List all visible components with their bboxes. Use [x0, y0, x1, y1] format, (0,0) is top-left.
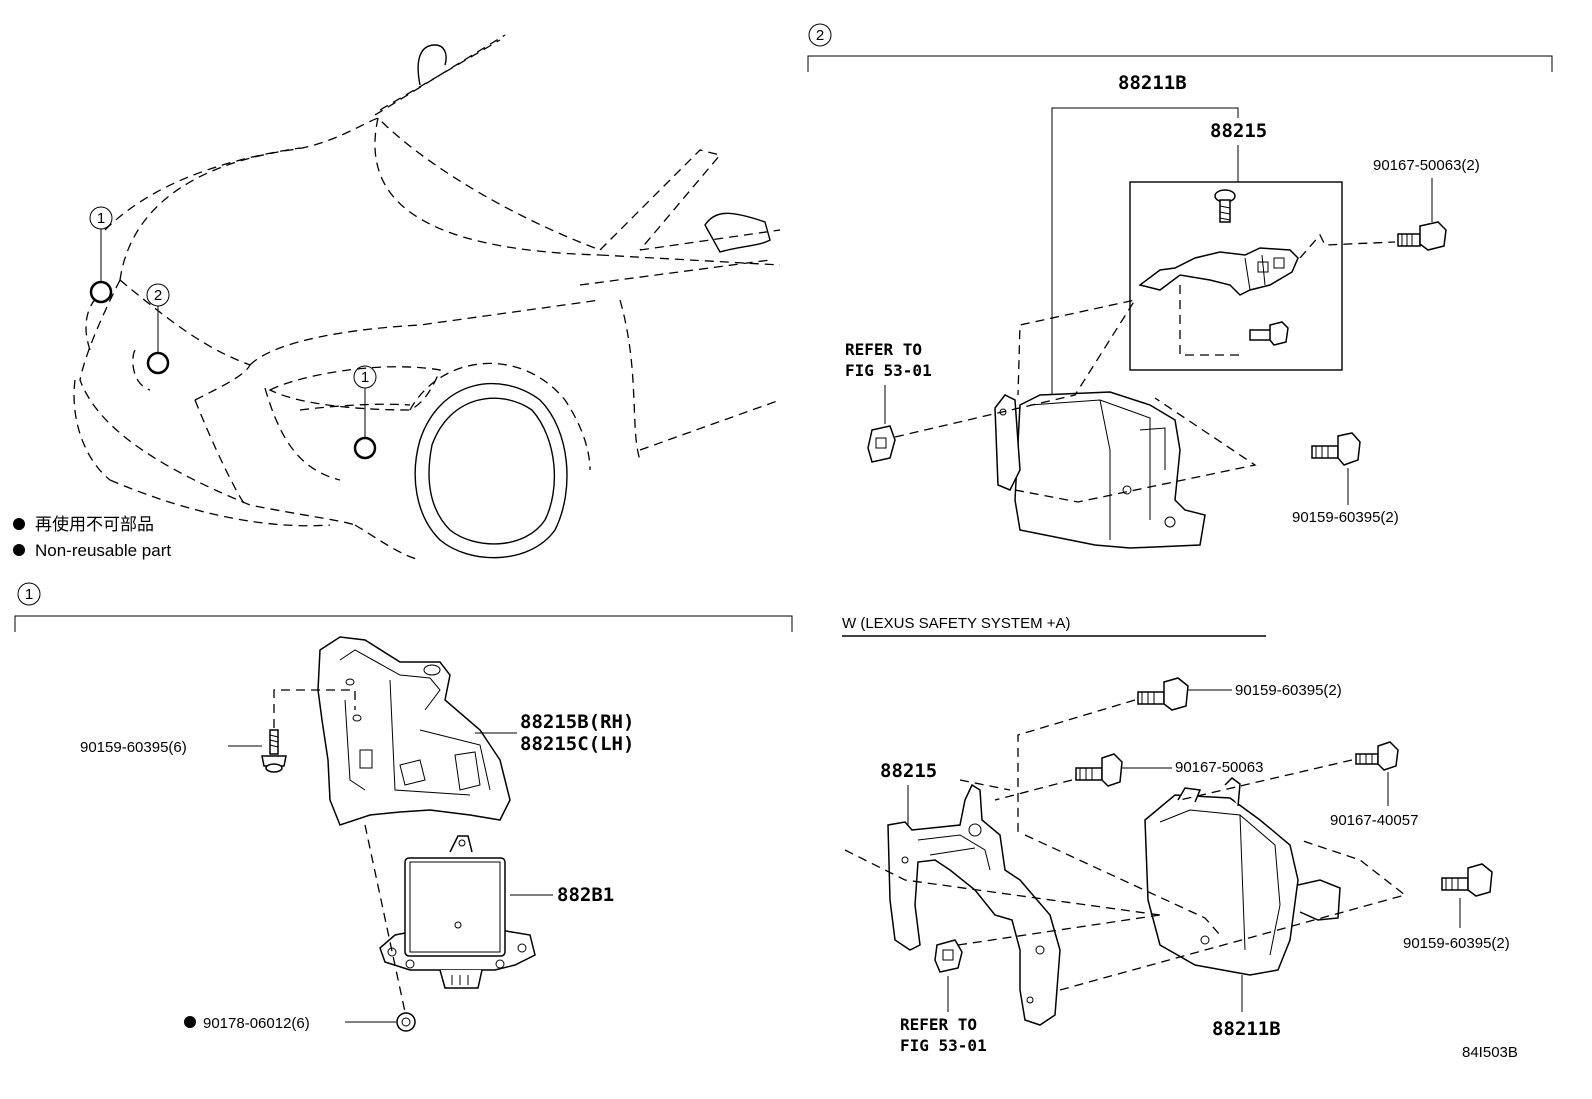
- location-markers: [89, 229, 377, 460]
- nut-90178-06012: [396, 1012, 416, 1032]
- screw-90167-50063: [1397, 221, 1447, 251]
- section-2-bracket: [807, 55, 1553, 72]
- label-w-refer-to: REFER TO: [900, 1015, 977, 1034]
- callout-number: 1: [361, 369, 369, 386]
- label-bolt-90159-60395-2: 90159-60395(2): [1292, 509, 1399, 526]
- grommet-w: [934, 939, 963, 973]
- label-88215C-LH: 88215C(LH): [520, 733, 634, 755]
- non-reusable-dot-icon: [184, 1016, 196, 1028]
- label-w-bracket-88215: 88215: [880, 760, 937, 782]
- radar-assy-88211B: [994, 391, 1206, 549]
- section-w: W (LEXUS SAFETY SYSTEM +A) 90159-60395(2…: [842, 615, 1510, 1055]
- label-88211B-top: 88211B: [1118, 72, 1187, 94]
- bolt-90159-60395-right: [1311, 432, 1361, 466]
- car-front-illustration: [73, 34, 781, 561]
- section-2-number: 2: [816, 27, 824, 44]
- screw-w-right: [1355, 741, 1399, 771]
- location-circle-1b: [353, 436, 377, 460]
- bolt-w-top: [1137, 677, 1189, 711]
- bracket-w-88215: [887, 783, 1061, 1026]
- label-screw-90167-50063-2: 90167-50063(2): [1373, 157, 1480, 174]
- section-2: 2 88211B 88215: [807, 23, 1553, 549]
- label-bolt-90159-60395-6: 90159-60395(6): [80, 739, 187, 756]
- callout-number: 1: [97, 210, 105, 227]
- label-w-screw-mid: 90167-50063: [1175, 759, 1263, 776]
- bolt-in-kit: [1249, 321, 1289, 346]
- location-circle-1a: [89, 280, 113, 304]
- bracket-kit-box: [1129, 181, 1343, 371]
- non-reusable-dot-icon: [13, 544, 25, 556]
- radar-bracket-part: [317, 636, 511, 826]
- callout-1-upper: 1: [89, 206, 113, 230]
- label-w-screw-right: 90167-40057: [1330, 812, 1418, 829]
- label-88215B-RH: 88215B(RH): [520, 711, 634, 733]
- label-88215-top: 88215: [1210, 120, 1267, 142]
- section-1-number: 1: [25, 586, 33, 603]
- label-nut-90178-06012-6: 90178-06012(6): [203, 1015, 310, 1032]
- legend: 再使用不可部品 Non-reusable part: [13, 514, 171, 560]
- bracket-in-kit: [1138, 247, 1299, 296]
- non-reusable-dot-icon: [13, 518, 25, 530]
- section-1-bracket: [14, 615, 793, 632]
- legend-english: Non-reusable part: [35, 541, 171, 560]
- label-w-88211B: 88211B: [1212, 1018, 1281, 1040]
- radar-assy-w-88211B: [1144, 777, 1341, 976]
- screw-w-mid: [1075, 753, 1123, 787]
- label-w-fig-53-01: FIG 53-01: [900, 1036, 987, 1055]
- figure-code: 84I503B: [1462, 1044, 1518, 1061]
- location-circle-2: [146, 351, 170, 375]
- callout-number: 2: [154, 287, 162, 304]
- bolt-w-right: [1441, 863, 1493, 897]
- label-882B1: 882B1: [557, 884, 614, 906]
- section-1: 1 90159-60395(6) 88215B(RH) 88: [14, 582, 793, 1032]
- legend-japanese: 再使用不可部品: [35, 514, 154, 534]
- callout-1-lower: 1: [353, 365, 377, 389]
- label-w-bolt-right: 90159-60395(2): [1403, 935, 1510, 952]
- label-fig-53-01: FIG 53-01: [845, 361, 932, 380]
- section-w-header: W (LEXUS SAFETY SYSTEM +A): [842, 615, 1071, 632]
- callout-2-car: 2: [146, 283, 170, 307]
- screw-in-kit: [1214, 189, 1236, 223]
- grommet-refer: [867, 425, 896, 463]
- label-w-bolt-top: 90159-60395(2): [1235, 682, 1342, 699]
- label-refer-to: REFER TO: [845, 340, 922, 359]
- flange-bolt-left: [261, 729, 287, 773]
- radar-sensor-882B1: [379, 835, 536, 989]
